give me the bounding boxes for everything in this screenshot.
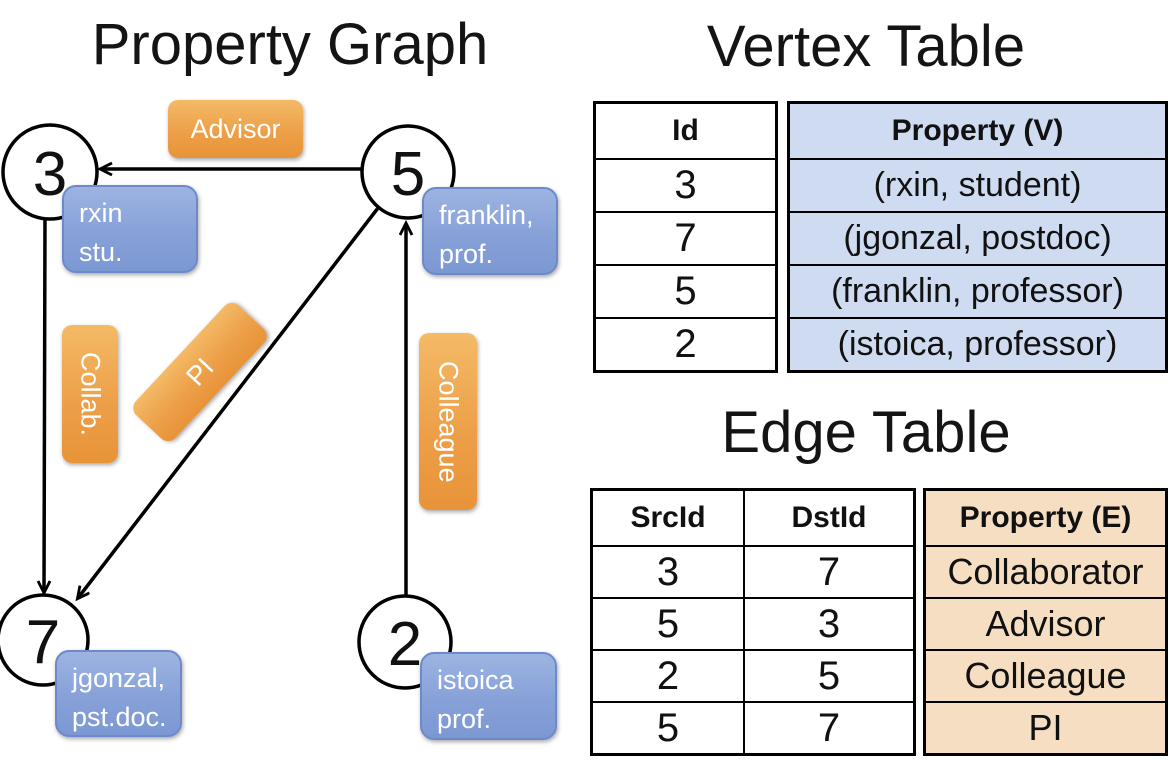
vertex-id-cell: 2	[596, 317, 775, 370]
edge-table-property-column: Property (E) Collaborator Advisor Collea…	[923, 488, 1168, 756]
edge-dst-cell: 7	[743, 545, 913, 597]
node-id-3: 3	[32, 139, 68, 209]
vertex-id-cell: 3	[596, 158, 775, 211]
vertex-property-cell: (istoica, professor)	[790, 317, 1165, 370]
vertex-table-title: Vertex Table	[706, 14, 1026, 79]
node-property-box-7: jgonzal, pst.doc.	[55, 650, 182, 737]
vertex-table-property-column: Property (V) (rxin, student) (jgonzal, p…	[787, 101, 1168, 373]
edge-property-cell: Collaborator	[926, 545, 1165, 597]
edge-dst-cell: 3	[743, 597, 913, 649]
node-property-box-3: rxin stu.	[62, 185, 198, 273]
node-property-line: franklin,	[439, 200, 534, 230]
vertex-property-cell: (rxin, student)	[790, 158, 1165, 211]
vertex-table-header-id: Id	[672, 114, 699, 147]
property-graph-title: Property Graph	[91, 12, 489, 77]
vertex-id-cell: 7	[596, 211, 775, 264]
edge-table-header-srcid: SrcId	[630, 501, 706, 534]
node-property-box-5: franklin, prof.	[422, 187, 558, 275]
vertex-property-cell: (jgonzal, postdoc)	[790, 211, 1165, 264]
node-property-line: istoica	[437, 665, 514, 695]
edge-dst-cell: 7	[743, 701, 913, 753]
node-property-line: rxin	[79, 198, 123, 228]
edge-property-cell: Colleague	[926, 649, 1165, 701]
node-property-line: stu.	[79, 237, 123, 268]
edge-table-header-property: Property (E)	[926, 491, 1165, 545]
node-property-box-2: istoica prof.	[420, 652, 557, 740]
vertex-table-header-property: Property (V)	[790, 104, 1165, 158]
node-property-line: pst.doc.	[72, 702, 167, 733]
edge-src-cell: 2	[593, 649, 743, 701]
edge-src-cell: 3	[593, 545, 743, 597]
edge-label-colleague: Colleague	[419, 333, 477, 510]
edge-dst-cell: 5	[743, 649, 913, 701]
edge-table-title: Edge Table	[721, 400, 1011, 465]
edge-table-header-dstid: DstId	[743, 491, 913, 545]
node-id-5: 5	[390, 139, 426, 209]
edge-label-advisor: Advisor	[168, 100, 303, 158]
edge-table-src-dst-columns: SrcId DstId 3 7 5 3 2 5 5 7	[590, 488, 916, 756]
edge-label-collab: Collab.	[62, 325, 118, 463]
node-id-2: 2	[387, 609, 423, 679]
edge-src-cell: 5	[593, 597, 743, 649]
node-id-7: 7	[25, 607, 61, 677]
node-property-line: prof.	[437, 704, 492, 735]
vertex-table-id-column: Id 3 7 5 2	[593, 101, 778, 373]
node-property-line: jgonzal,	[72, 663, 166, 693]
vertex-property-cell: (franklin, professor)	[790, 264, 1165, 317]
edge-property-cell: PI	[926, 701, 1165, 753]
edge-pi-5-to-7	[78, 206, 380, 598]
edge-collab-3-to-7	[44, 215, 45, 592]
vertex-id-cell: 5	[596, 264, 775, 317]
node-property-line: prof.	[439, 239, 494, 270]
edge-src-cell: 5	[593, 701, 743, 753]
edge-property-cell: Advisor	[926, 597, 1165, 649]
